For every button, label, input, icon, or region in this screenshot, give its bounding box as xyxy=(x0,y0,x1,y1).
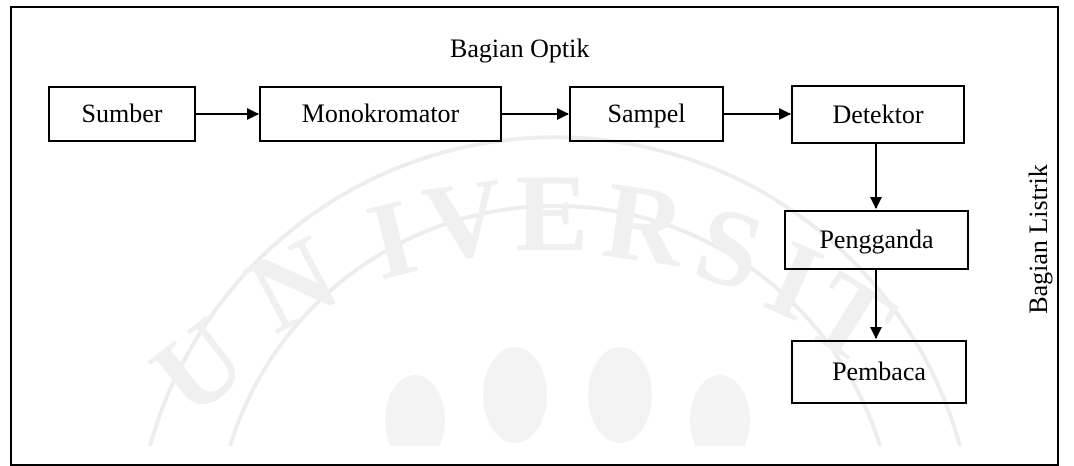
svg-text:E: E xyxy=(515,152,588,274)
electrical-section-label: Bagian Listrik xyxy=(1024,164,1053,314)
svg-text:R: R xyxy=(597,158,694,290)
node-sumber: Sumber xyxy=(48,86,196,142)
connector-layer xyxy=(196,108,882,339)
svg-text:V: V xyxy=(416,154,512,286)
node-detektor: Detektor xyxy=(791,85,965,144)
watermark-seal-icon: U N I V E R S I T xyxy=(130,135,962,446)
node-pengganda: Pengganda xyxy=(784,210,969,270)
node-pembaca: Pembaca xyxy=(791,340,967,404)
node-sampel: Sampel xyxy=(569,86,724,142)
node-monokromator: Monokromator xyxy=(259,86,502,142)
optical-section-label: Bagian Optik xyxy=(450,34,590,63)
